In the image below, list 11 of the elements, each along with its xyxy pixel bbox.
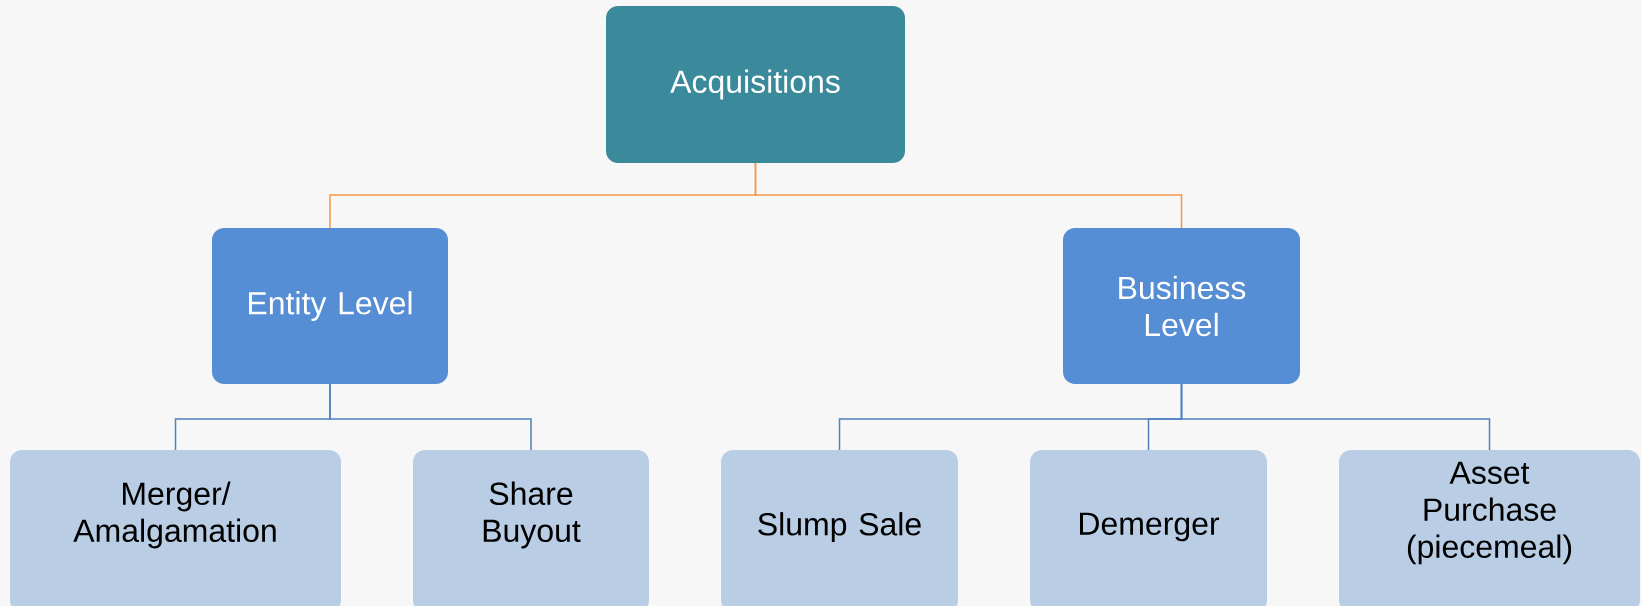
item-box: Demerger [1030, 450, 1267, 606]
item-box: Share Buyout [413, 450, 649, 606]
category-box: Entity Level [212, 228, 448, 384]
connector [1180, 383, 1491, 451]
item-box: Merger/ Amalgamation [10, 450, 341, 606]
item-box: Slump Sale [721, 450, 958, 606]
item-box: Asset Purchase (piecemeal) [1339, 450, 1640, 606]
category-box: Acquisitions [606, 6, 905, 163]
category-box: Business Level [1063, 228, 1300, 384]
connector [329, 383, 532, 451]
connector [754, 162, 1183, 229]
